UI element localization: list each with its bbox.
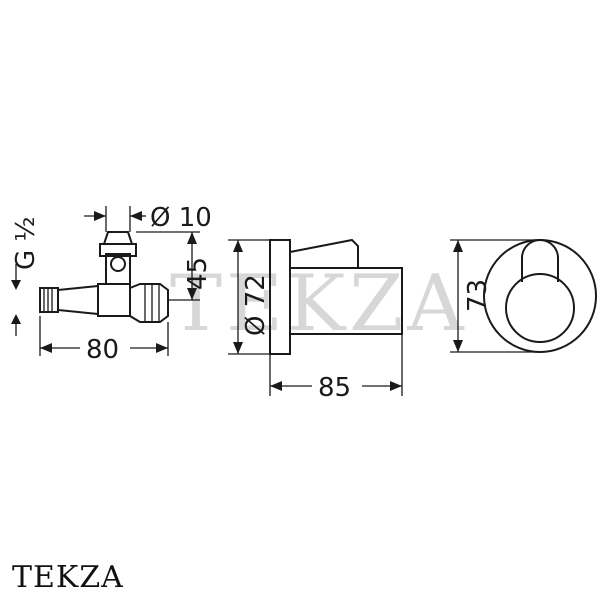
bore-label: Ø 10: [150, 203, 212, 233]
depth-85-dimension: 85: [269, 334, 403, 403]
rosette-diameter-label: Ø 72: [241, 274, 271, 336]
watermark: TEKZA: [170, 259, 468, 349]
thread-label: G ½: [11, 216, 41, 270]
thread-dimension: G ½: [11, 216, 41, 336]
rosette-front-view: [483, 239, 597, 353]
bore-dimension: Ø 10: [84, 203, 212, 233]
valve-side-view: [39, 231, 169, 323]
height-45-dimension: 45: [136, 231, 213, 301]
front-73-dimension: 73: [450, 239, 540, 353]
length-80-dimension: 80: [39, 316, 169, 365]
brand-logo-text: TEKZA: [12, 560, 124, 595]
front-73-label: 73: [463, 279, 493, 312]
rosette-diameter-dimension: Ø 72: [228, 239, 271, 355]
height-45-label: 45: [183, 257, 213, 290]
length-80-label: 80: [86, 335, 119, 365]
rosette-side-view: [269, 238, 403, 355]
depth-85-label: 85: [318, 373, 351, 403]
